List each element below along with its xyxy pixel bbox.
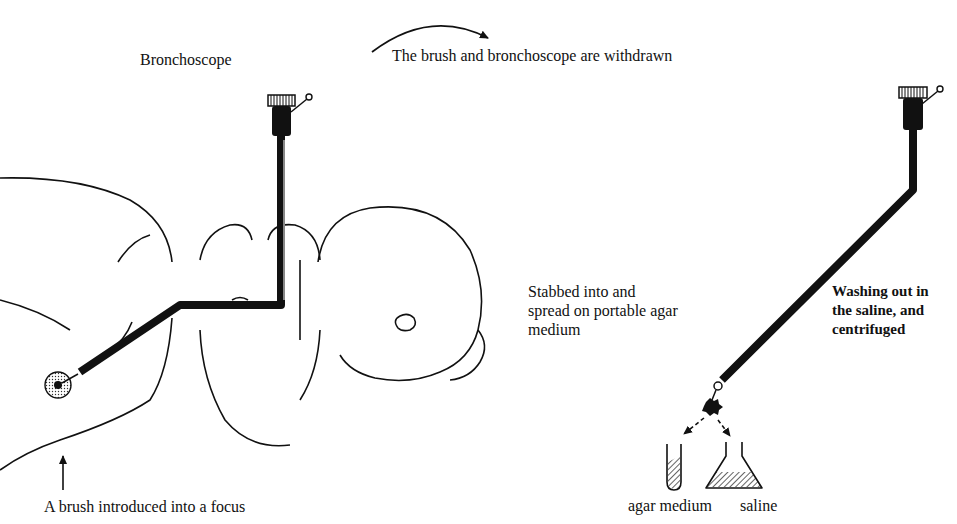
vessel-label: agar medium (628, 496, 712, 515)
bronchoscope-withdrawn (702, 86, 943, 416)
bronchoscope (80, 94, 312, 372)
saline-flask (706, 442, 762, 488)
lung-outline (0, 178, 320, 470)
step-label: The brush and bronchoscope are withdrawn (392, 46, 672, 65)
agar-tube (667, 444, 681, 490)
step-note: Stabbed into and spread on portable agar… (528, 282, 680, 339)
head-outline (300, 207, 485, 381)
caption-label: A brush introduced into a focus (44, 497, 245, 516)
step-note: Washing out in the saline, and centrifug… (832, 282, 950, 339)
focus-lesion (45, 372, 71, 398)
pointer-arrow (62, 456, 64, 490)
vessel-label: saline (740, 496, 777, 515)
caption-label: Bronchoscope (140, 50, 232, 69)
brush-head (54, 381, 62, 389)
